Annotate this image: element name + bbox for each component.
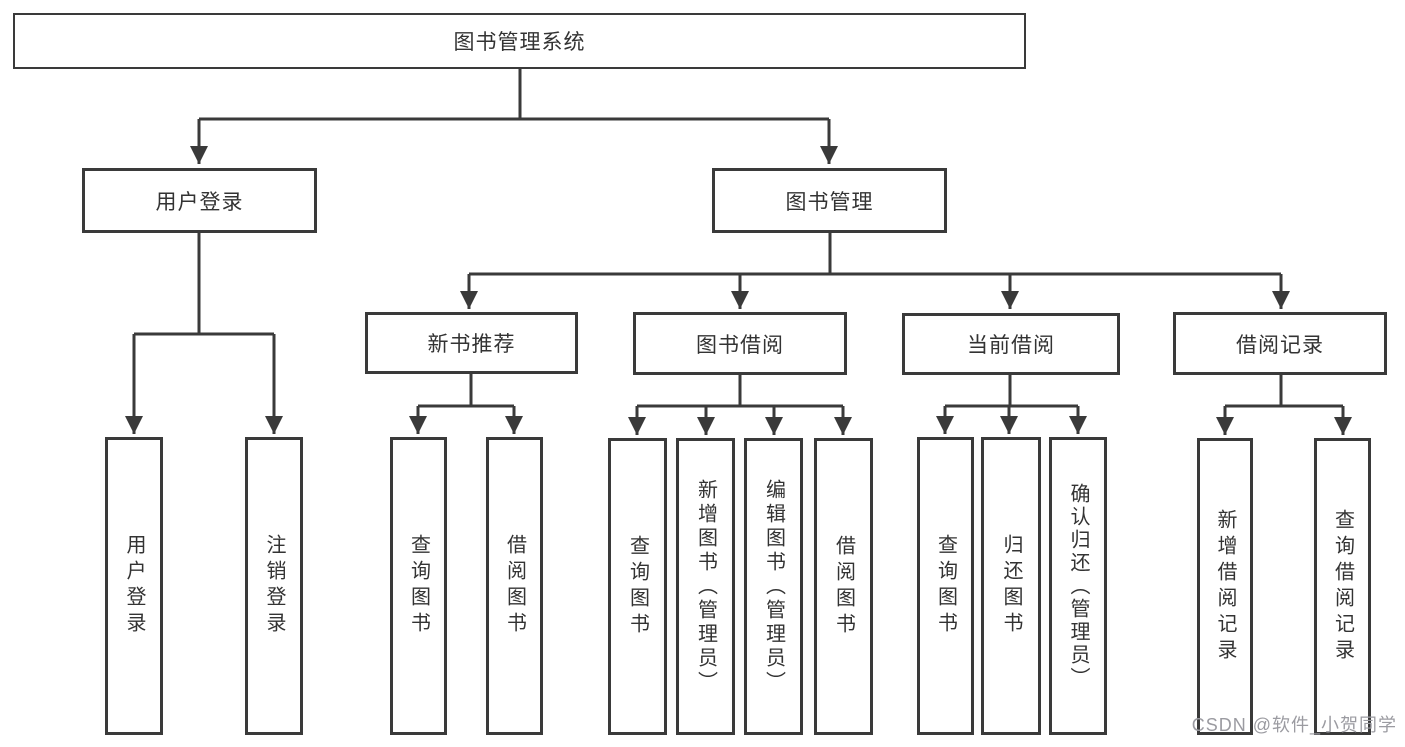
leaf-borrow-query-books: 查询图书 xyxy=(608,438,667,735)
leaf-logout: 注销登录 xyxy=(245,437,303,735)
leaf-borrow-add-books-admin: 新增图书（管理员） xyxy=(676,438,735,735)
connector-userlogin-to-leaves xyxy=(125,233,283,434)
node-current-borrow: 当前借阅 xyxy=(902,313,1120,375)
leaf-records-add-record: 新增借阅记录 xyxy=(1197,438,1253,735)
leaf-borrow-edit-books-admin: 编辑图书（管理员） xyxy=(744,438,803,735)
leaf-records-query-record: 查询借阅记录 xyxy=(1314,438,1371,735)
node-user-login: 用户登录 xyxy=(82,168,317,233)
connector-records-to-leaves xyxy=(1216,375,1352,435)
node-book-management: 图书管理 xyxy=(712,168,947,233)
node-new-book-recommend: 新书推荐 xyxy=(365,312,578,374)
watermark-text: CSDN @软件_小贺同学 xyxy=(1191,715,1397,735)
connector-newbook-to-leaves xyxy=(409,374,523,434)
node-root: 图书管理系统 xyxy=(13,13,1026,69)
leaf-current-return-books: 归还图书 xyxy=(981,437,1041,735)
leaf-newbook-borrow-books: 借阅图书 xyxy=(486,437,543,735)
leaf-newbook-query-books: 查询图书 xyxy=(390,437,447,735)
connector-bookborrow-to-leaves xyxy=(628,375,852,435)
leaf-user-login: 用户登录 xyxy=(105,437,163,735)
connector-root-to-level2 xyxy=(190,69,838,164)
node-borrow-records: 借阅记录 xyxy=(1173,312,1387,375)
leaf-current-query-books: 查询图书 xyxy=(917,437,974,735)
node-book-borrow: 图书借阅 xyxy=(633,312,847,375)
leaf-current-confirm-return-admin: 确认归还（管理员） xyxy=(1049,437,1107,735)
connector-currentborrow-to-leaves xyxy=(936,375,1087,434)
connector-bookmgmt-to-level3 xyxy=(460,233,1290,309)
leaf-borrow-borrow-books: 借阅图书 xyxy=(814,438,873,735)
